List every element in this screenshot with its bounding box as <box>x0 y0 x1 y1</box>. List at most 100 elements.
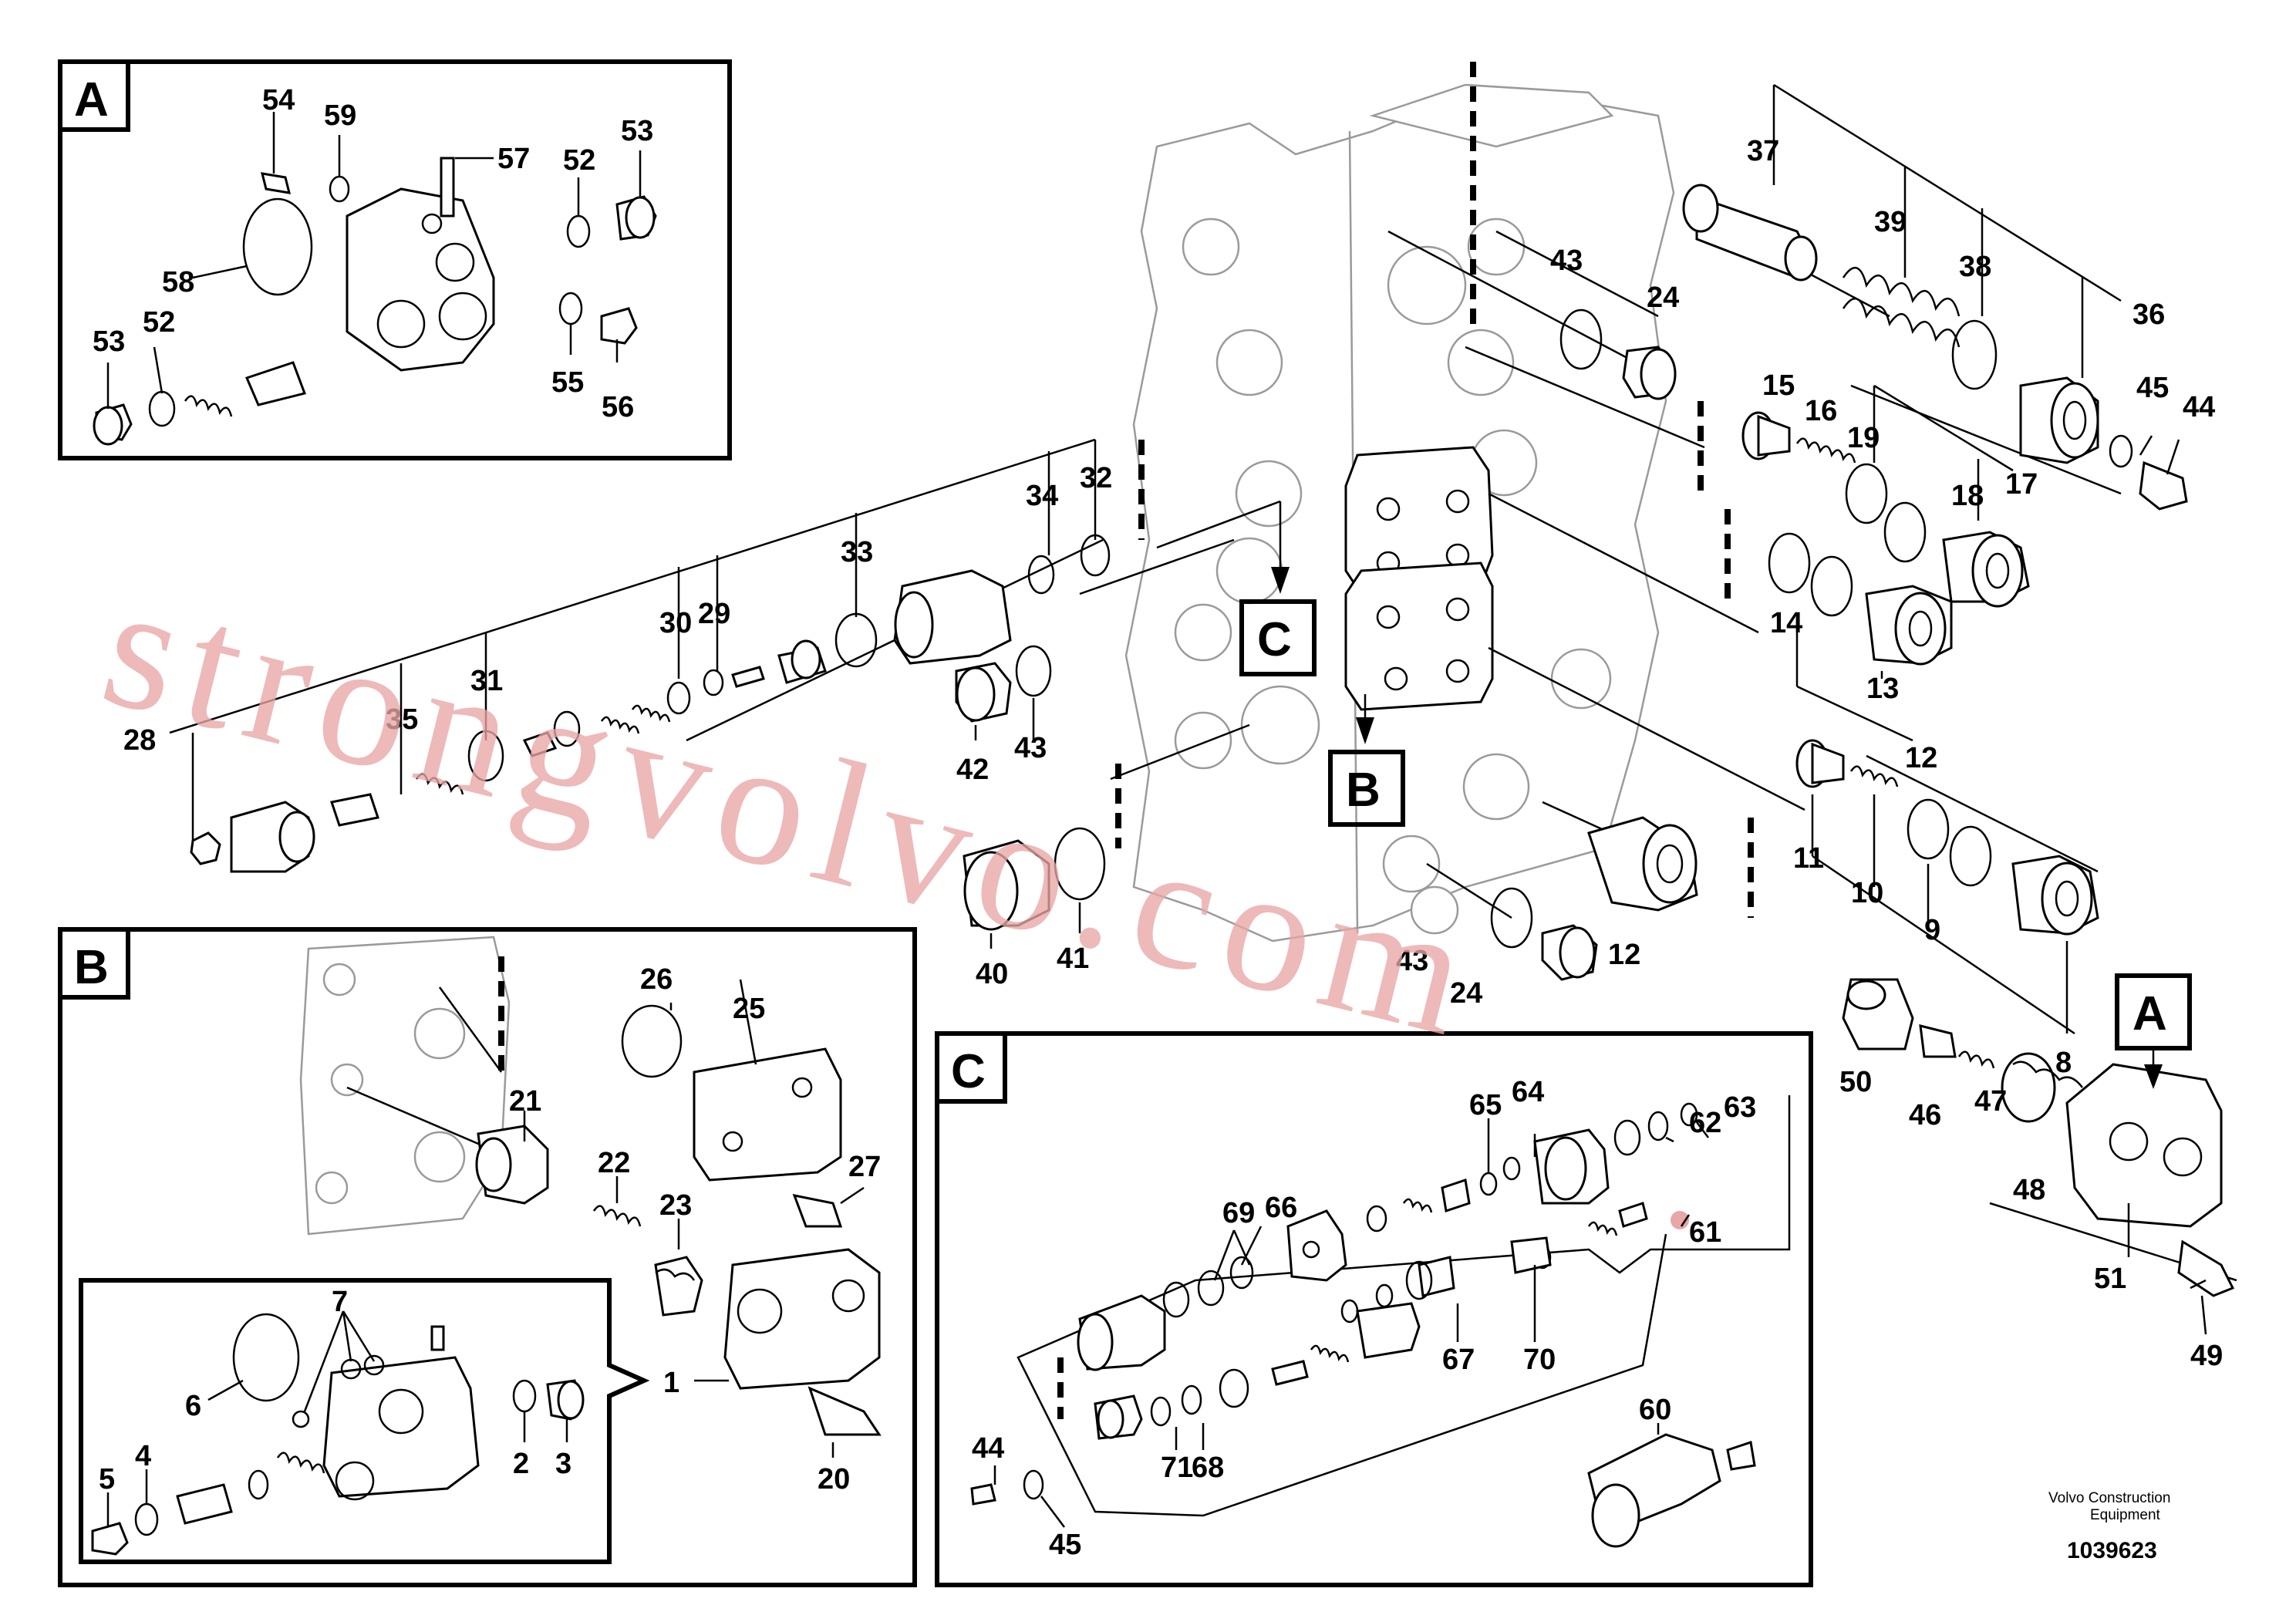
label-16: 16 <box>1805 395 1837 427</box>
label-12b: 12 <box>1608 939 1640 971</box>
cover-block-upper <box>1344 446 1494 595</box>
label-43b: 43 <box>1014 732 1047 764</box>
zone-marker-c: C <box>1239 501 1317 676</box>
label-54: 54 <box>262 84 295 116</box>
panel-b-tag <box>58 927 130 1000</box>
washer-part-31 <box>553 710 581 747</box>
o-ring-part-32 <box>1080 534 1111 577</box>
plug-part-36 <box>2019 376 2099 464</box>
label-39: 39 <box>1874 206 1907 238</box>
break-lines <box>1115 62 1754 918</box>
o-ring-part-43-top <box>1559 309 1603 370</box>
o-ring-part-30 <box>666 681 691 715</box>
svg-text:C: C <box>1257 613 1292 666</box>
label-68: 68 <box>1192 1452 1224 1484</box>
panel-b-inset <box>79 1278 650 1564</box>
bolt-part-44 <box>2139 460 2188 511</box>
label-42: 42 <box>956 754 989 786</box>
label-24b: 24 <box>1450 977 1482 1010</box>
o-ring-part-41 <box>1054 827 1106 901</box>
spool-part-35 <box>330 793 379 827</box>
panel-a-tag <box>58 59 130 132</box>
label-50: 50 <box>1839 1066 1872 1098</box>
label-56: 56 <box>602 391 634 423</box>
svg-text:B: B <box>1346 764 1381 817</box>
zone-marker-b: B <box>1328 694 1405 827</box>
panel-a-frame <box>58 59 732 460</box>
pin-part-29 <box>731 666 765 688</box>
plug-part-18 <box>1942 531 2030 608</box>
label-52a: 52 <box>563 144 595 177</box>
label-21: 21 <box>509 1085 541 1118</box>
label-43a: 43 <box>1550 244 1583 277</box>
label-30: 30 <box>659 607 692 639</box>
plug-part-12 <box>1587 816 1698 912</box>
label-60: 60 <box>1639 1394 1671 1426</box>
label-15: 15 <box>1762 369 1795 402</box>
label-31: 31 <box>470 665 503 697</box>
label-11: 11 <box>1793 842 1824 875</box>
label-20: 20 <box>818 1463 850 1496</box>
label-43c: 43 <box>1396 945 1428 977</box>
callout-tree-left <box>169 438 1097 949</box>
label-33: 33 <box>841 536 873 568</box>
plug-part-28 <box>190 831 221 865</box>
panel-b-letter: B <box>74 941 109 994</box>
label-19: 19 <box>1847 422 1880 454</box>
label-37: 37 <box>1747 135 1779 167</box>
label-34: 34 <box>1026 480 1058 512</box>
plug-part-48 <box>2001 1052 2083 1123</box>
label-12a: 12 <box>1905 742 1937 774</box>
panel-c-parts <box>970 1095 1791 1548</box>
label-40: 40 <box>976 958 1008 990</box>
label-2: 2 <box>513 1448 529 1480</box>
label-7: 7 <box>332 1286 348 1318</box>
o-ring-part-14b <box>1810 555 1853 617</box>
label-32: 32 <box>1080 462 1112 494</box>
label-59: 59 <box>324 99 356 132</box>
callout-tree-right <box>1772 83 2207 1335</box>
label-71: 71 <box>1161 1452 1193 1484</box>
o-ring-part-34 <box>1027 555 1055 595</box>
label-25: 25 <box>733 993 765 1025</box>
spring-part-30b <box>631 704 671 723</box>
spring-part-16 <box>1795 437 1856 464</box>
credit-line-2: Equipment <box>2090 1507 2161 1523</box>
label-38: 38 <box>1959 251 1991 283</box>
label-1: 1 <box>663 1367 679 1399</box>
spring-part-30 <box>600 716 640 734</box>
cover-block-lower <box>1344 561 1494 711</box>
o-ring-part-19 <box>1845 463 1888 524</box>
label-8: 8 <box>2055 1047 2072 1079</box>
panel-c-letter: C <box>951 1045 986 1098</box>
label-69: 69 <box>1222 1197 1255 1229</box>
label-35: 35 <box>386 703 418 736</box>
o-ring-part-43-bottom <box>1490 887 1533 949</box>
label-24a: 24 <box>1647 282 1679 314</box>
label-66: 66 <box>1265 1192 1297 1224</box>
label-47: 47 <box>1974 1085 2007 1118</box>
o-ring-part-14 <box>1768 532 1811 594</box>
label-61: 61 <box>1689 1216 1721 1249</box>
label-3: 3 <box>555 1448 571 1480</box>
o-ring-part-45 <box>2109 434 2133 468</box>
o-ring-part-29 <box>703 669 724 696</box>
label-45b: 45 <box>1049 1529 1081 1561</box>
label-18: 18 <box>1951 480 1984 512</box>
panel-a-letter: A <box>74 73 109 126</box>
spring-part-39 <box>1842 267 1961 348</box>
valve-block-a <box>2065 1063 2223 1228</box>
label-26: 26 <box>640 963 673 996</box>
label-63: 63 <box>1724 1091 1756 1124</box>
label-64: 64 <box>1512 1076 1544 1108</box>
label-52b: 52 <box>143 306 175 339</box>
label-23: 23 <box>659 1189 692 1222</box>
label-14: 14 <box>1770 607 1802 639</box>
o-ring-part-9 <box>1907 798 1950 860</box>
label-62: 62 <box>1689 1107 1721 1139</box>
label-27: 27 <box>848 1151 881 1183</box>
drawing-number: 1039623 <box>2067 1538 2157 1563</box>
svg-text:A: A <box>2132 987 2167 1040</box>
label-28: 28 <box>123 724 156 757</box>
